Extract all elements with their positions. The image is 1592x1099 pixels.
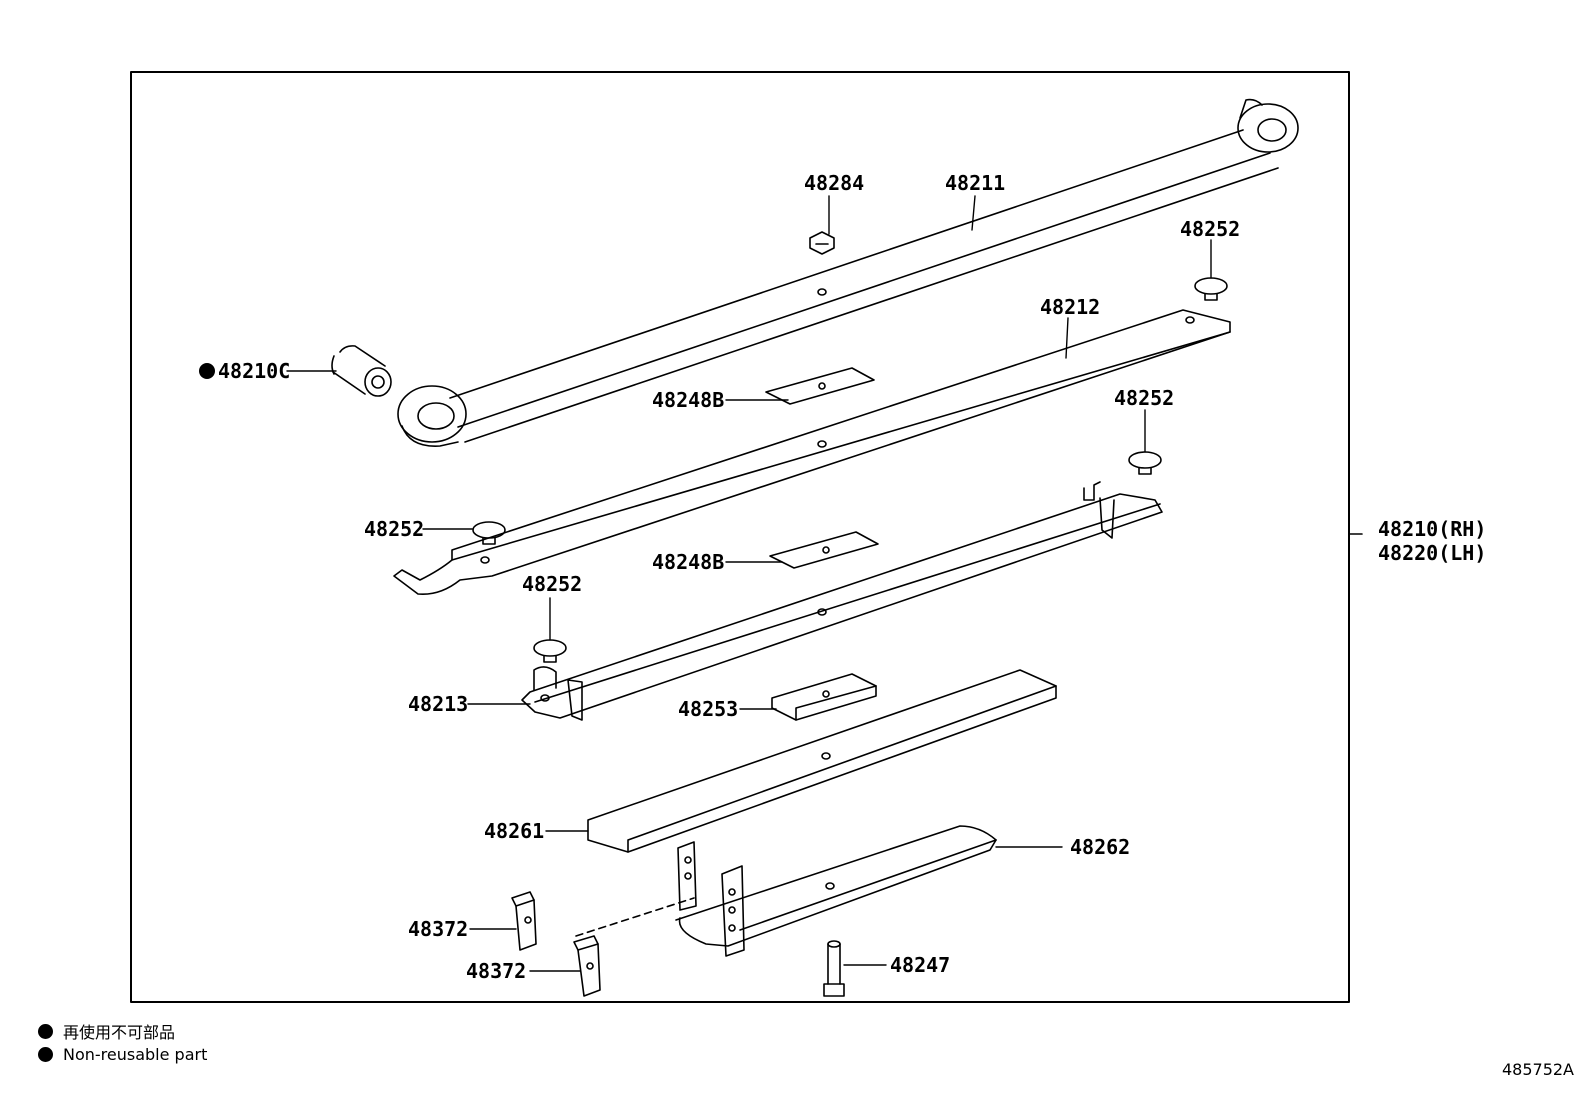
label-48212: 48212 <box>1040 295 1100 319</box>
bolt-48247 <box>823 940 845 997</box>
label-assembly-rh: 48210(RH) <box>1378 517 1486 541</box>
leader-lines <box>286 195 1212 972</box>
label-48252-b: 48252 <box>1114 386 1174 410</box>
non-reusable-dot-icon <box>199 363 215 379</box>
label-48248b-b: 48248B <box>652 550 724 574</box>
label-48252-a: 48252 <box>1180 217 1240 241</box>
overload-leaf-48262 <box>575 825 997 957</box>
plate-48248b-upper <box>765 367 875 405</box>
legend-english: Non-reusable part <box>38 1045 207 1064</box>
legend-english-text: Non-reusable part <box>63 1045 208 1064</box>
bushing-48210c <box>331 345 392 397</box>
label-48372-a: 48372 <box>408 917 468 941</box>
cap-48252-d <box>533 639 567 663</box>
clip-48372-lower <box>573 935 601 997</box>
label-48210c: 48210C <box>218 359 290 383</box>
label-48211: 48211 <box>945 171 1005 195</box>
label-48284: 48284 <box>804 171 864 195</box>
label-48262: 48262 <box>1070 835 1130 859</box>
third-leaf-48213 <box>521 481 1163 721</box>
main-leaf-48211 <box>397 98 1299 447</box>
legend-japanese-text: 再使用不可部品 <box>63 1023 176 1042</box>
clip-48372-upper <box>511 891 537 951</box>
cap-48252-c <box>472 521 506 545</box>
label-48252-d: 48252 <box>522 572 582 596</box>
label-48252-c: 48252 <box>364 517 424 541</box>
nut-48284 <box>809 231 835 255</box>
label-48247: 48247 <box>890 953 950 977</box>
label-48261: 48261 <box>484 819 544 843</box>
label-48248b-a: 48248B <box>652 388 724 412</box>
label-assembly-lh: 48220(LH) <box>1378 541 1486 565</box>
overload-leaf-48261 <box>587 669 1057 853</box>
bullet-dot-icon <box>38 1023 53 1039</box>
diagram-frame <box>130 71 1350 1003</box>
label-48372-b: 48372 <box>466 959 526 983</box>
second-leaf-48212 <box>393 309 1231 596</box>
legend-japanese: 再使用不可部品 <box>38 1019 175 1043</box>
label-48213: 48213 <box>408 692 468 716</box>
cap-48252-a <box>1194 277 1228 301</box>
label-48253: 48253 <box>678 697 738 721</box>
cap-48252-b <box>1128 451 1162 475</box>
plate-48248b-lower <box>769 531 879 569</box>
drawing-number: 485752A <box>1501 1060 1574 1079</box>
bullet-dot-icon <box>38 1047 53 1062</box>
spacer-48253 <box>771 673 877 721</box>
